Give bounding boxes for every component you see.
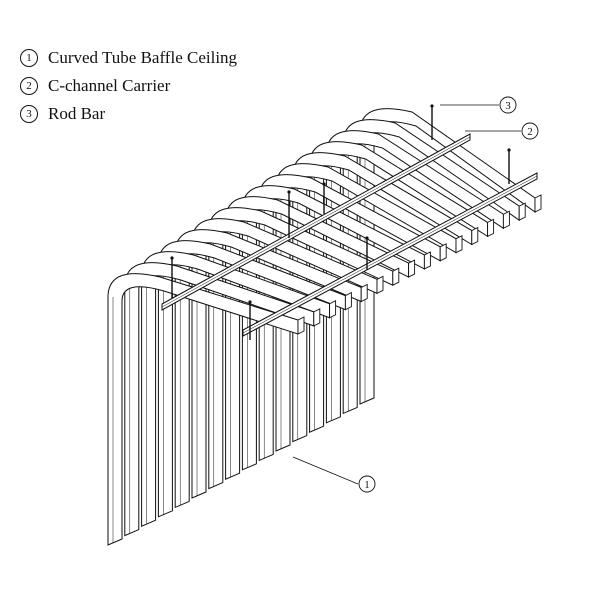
- rod-bar-tip: [248, 300, 252, 304]
- carrier-inner-line: [242, 175, 538, 334]
- baffle-end-cap: [297, 316, 305, 335]
- baffle-end-cap: [455, 234, 463, 254]
- callout-rod: 3: [440, 96, 517, 114]
- callout-baffle-leader: [292, 456, 359, 485]
- legend-item-curved-tube-baffle: 1 Curved Tube Baffle Ceiling: [20, 44, 237, 72]
- rod-bar-tip: [365, 236, 369, 240]
- rod-bar-tip: [507, 148, 511, 152]
- legend-label-1: Curved Tube Baffle Ceiling: [48, 48, 238, 67]
- baffle-end-cap: [392, 267, 400, 286]
- baffle-end-cap: [408, 259, 416, 278]
- callout-carrier: 2: [465, 122, 539, 140]
- baffle-end-cap: [471, 226, 479, 246]
- baffle-end-cap: [534, 194, 542, 213]
- callout-rod-marker: [499, 96, 517, 114]
- rod-bar-tip: [430, 104, 434, 108]
- callout-carrier-number: 2: [527, 126, 533, 138]
- baffle-end-cap: [502, 210, 510, 229]
- legend: 1 Curved Tube Baffle Ceiling 2 C-channel…: [20, 44, 237, 128]
- legend-number-2: 2: [20, 77, 38, 95]
- curved-tube-baffles: [107, 108, 542, 546]
- baffle-end-cap: [376, 275, 384, 295]
- baffle-end-cap: [439, 243, 447, 262]
- callout-baffle-marker: [358, 475, 376, 493]
- c-channel-carriers: [161, 133, 538, 337]
- baffle-end-cap: [423, 251, 431, 270]
- carrier-inner-line: [161, 136, 471, 308]
- legend-item-rod-bar: 3 Rod Bar: [20, 100, 237, 128]
- legend-label-2: C-channel Carrier: [48, 76, 171, 95]
- legend-number-1: 1: [20, 49, 38, 67]
- baffle-end-cap: [313, 308, 321, 327]
- rod-bar-tip: [287, 190, 291, 194]
- legend-number-3: 3: [20, 105, 38, 123]
- callout-baffle-number: 1: [364, 479, 370, 491]
- legend-label-3: Rod Bar: [48, 104, 106, 123]
- rod-bar-tip: [322, 182, 326, 186]
- callout-carrier-marker: [521, 122, 539, 140]
- baffle-end-cap: [344, 291, 352, 311]
- callout-rod-number: 3: [505, 100, 511, 112]
- callout-baffle: 1: [292, 456, 376, 493]
- baffle-end-cap: [329, 300, 337, 319]
- legend-item-c-channel-carrier: 2 C-channel Carrier: [20, 72, 237, 100]
- rod-bars: [170, 104, 511, 340]
- baffle-end-cap: [518, 202, 526, 221]
- rod-bar-tip: [170, 256, 174, 260]
- baffle-end-cap: [360, 283, 368, 303]
- baffle-end-cap: [487, 218, 495, 238]
